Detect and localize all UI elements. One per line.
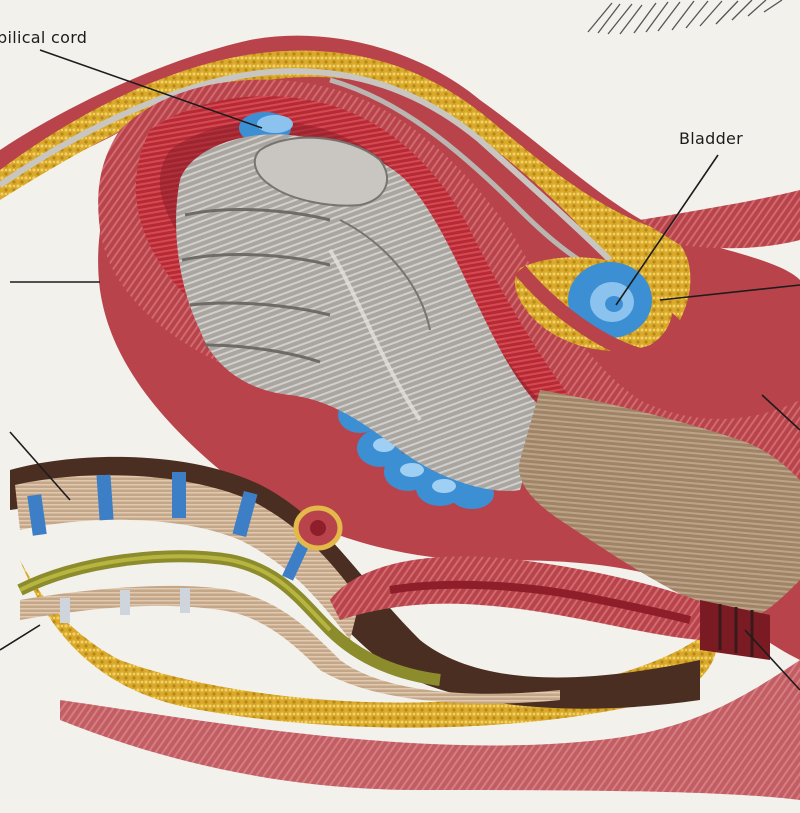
lower-fat-layer (20, 560, 720, 728)
upper-fat-stripe (0, 50, 691, 321)
lower-muscle-band (60, 660, 800, 800)
canal-stitches (718, 604, 754, 657)
gloved-hand (176, 134, 545, 491)
membrane-stripe (0, 68, 613, 263)
pencil-sketch (587, 0, 783, 35)
forearm (519, 390, 800, 620)
label-umbilical-cord: bilical cord (0, 28, 88, 47)
vessel-lumen (310, 520, 326, 536)
rectum-lumen (389, 580, 691, 624)
leader-lines (0, 49, 800, 691)
label-bladder: Bladder (679, 129, 744, 148)
right-muscle-band (640, 190, 800, 249)
rectum (330, 556, 724, 640)
